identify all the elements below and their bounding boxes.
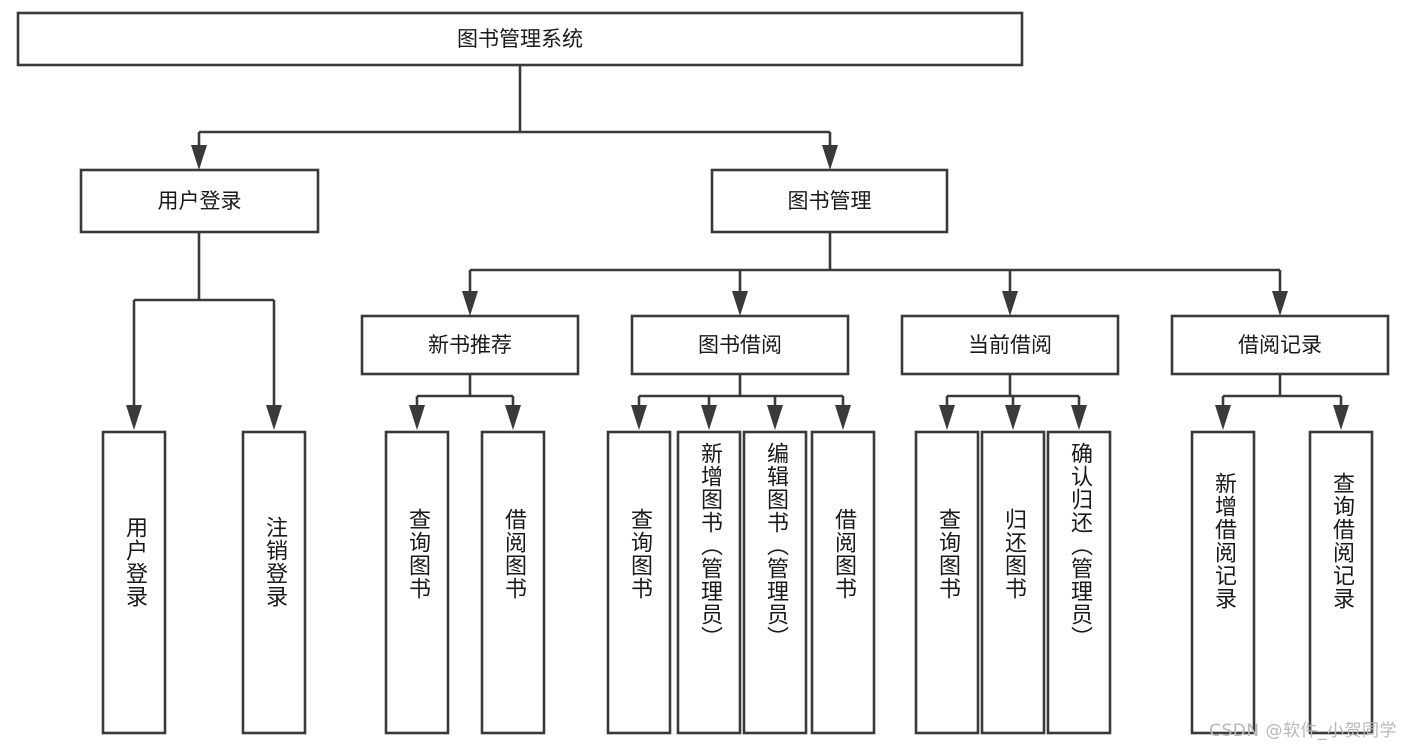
node-box-root[interactable] (16, 11, 1024, 67)
node-label-root: 图书管理系统 (457, 27, 583, 51)
leaf-box-borrow-record-2[interactable] (1308, 430, 1374, 735)
leaf-box-current-borrow-2[interactable] (980, 430, 1046, 735)
arrow-head-leaf-user-login-2 (266, 405, 282, 430)
arrow-head-leaf-book-borrow-2 (701, 405, 717, 430)
leaf-box-book-borrow-4[interactable] (810, 430, 876, 735)
arrow-head-leaf-book-borrow-3 (767, 405, 783, 430)
arrow-head-new-book (462, 291, 478, 316)
node-label-current-borrow: 当前借阅 (968, 333, 1052, 357)
node-label-new-book-recommend: 新书推荐 (428, 333, 512, 357)
arrow-head-book-borrow (732, 291, 748, 316)
connector-group-book-mgmt (462, 232, 1288, 316)
arrow-head-leaf-borrow-record-1 (1215, 405, 1231, 430)
connector-group-current-borrow (939, 374, 1087, 430)
node-box-user-login[interactable] (79, 168, 320, 234)
connector-group-book-borrow (631, 374, 851, 430)
leaf-box-user-login-2[interactable] (241, 430, 307, 735)
node-box-current-borrow[interactable] (900, 314, 1120, 376)
node-box-borrow-record[interactable] (1170, 314, 1390, 376)
arrow-head-leaf-user-login-1 (126, 405, 142, 430)
node-label-book-management: 图书管理 (788, 189, 872, 213)
connector-group-borrow-record (1215, 374, 1349, 430)
node-label-book-borrow: 图书借阅 (698, 333, 782, 357)
arrow-head-borrow-record (1272, 291, 1288, 316)
node-box-book-borrow[interactable] (630, 314, 850, 376)
arrow-head-leaf-new-book-2 (505, 405, 521, 430)
connector-group-user-login (126, 232, 282, 430)
arrow-head-leaf-current-borrow-1 (939, 405, 955, 430)
leaf-box-current-borrow-3[interactable] (1046, 430, 1112, 735)
leaf-box-current-borrow-1[interactable] (914, 430, 980, 735)
node-label-user-login: 用户登录 (158, 189, 242, 213)
leaf-box-book-borrow-2[interactable] (676, 430, 742, 735)
arrow-head-leaf-current-borrow-2 (1005, 405, 1021, 430)
arrow-head-leaf-current-borrow-3 (1071, 405, 1087, 430)
arrow-head-user-login (191, 145, 207, 170)
node-label-borrow-record: 借阅记录 (1238, 333, 1322, 357)
leaf-box-book-borrow-3[interactable] (742, 430, 808, 735)
leaf-box-book-borrow-1[interactable] (606, 430, 672, 735)
node-box-new-book-recommend[interactable] (360, 314, 580, 376)
leaf-box-new-book-2[interactable] (480, 430, 546, 735)
arrow-head-leaf-borrow-record-2 (1333, 405, 1349, 430)
leaf-box-borrow-record-1[interactable] (1190, 430, 1256, 735)
node-box-book-management[interactable] (710, 168, 949, 234)
connector-group-new-book (409, 374, 521, 430)
arrow-head-book-mgmt (822, 145, 838, 170)
arrow-head-leaf-book-borrow-1 (631, 405, 647, 430)
arrow-head-leaf-book-borrow-4 (835, 405, 851, 430)
leaf-box-user-login-1[interactable] (101, 430, 167, 735)
arrow-head-leaf-new-book-1 (409, 405, 425, 430)
leaf-box-new-book-1[interactable] (384, 430, 450, 735)
connector-group-root (191, 65, 838, 170)
watermark-text: CSDN @软件_小贺同学 (1209, 721, 1397, 741)
arrow-head-current-borrow (1002, 291, 1018, 316)
